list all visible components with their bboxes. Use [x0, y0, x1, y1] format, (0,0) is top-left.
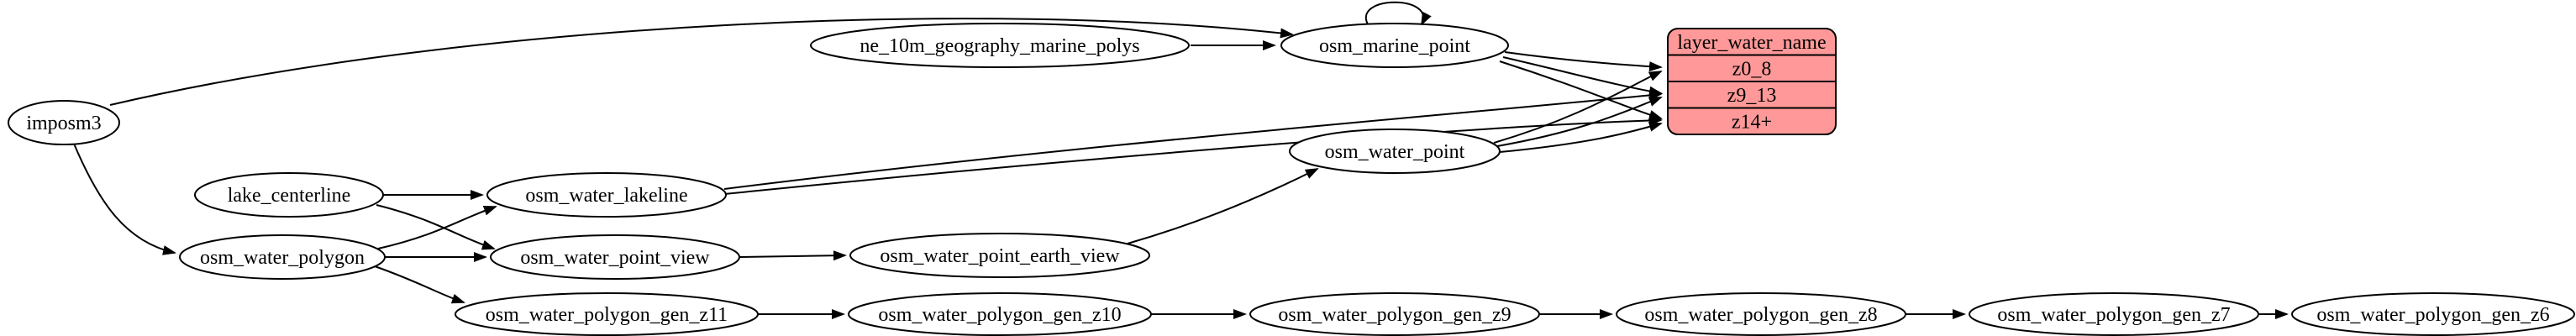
layer-row-z0_8: z0_8 — [1732, 59, 1772, 81]
gen_z10-label: osm_water_polygon_gen_z10 — [878, 304, 1121, 326]
node-osm_water_polygon_gen_z7: osm_water_polygon_gen_z7 — [1969, 292, 2259, 336]
node-osm_water_lakeline: osm_water_lakeline — [486, 172, 727, 218]
edge-imposm3-osm_marine_point — [109, 18, 1294, 106]
lake_centerline-label: lake_centerline — [228, 185, 351, 207]
osm_water_polygon-label: osm_water_polygon — [200, 247, 365, 269]
gen_z10-ellipse — [848, 292, 1152, 336]
osm_marine_point-label: osm_marine_point — [1319, 35, 1470, 57]
gen_z7-ellipse — [1969, 292, 2259, 336]
edge-osm_water_lakeline-z14 — [723, 115, 1663, 195]
edge-osm_marine_point-z9_13 — [1502, 56, 1663, 97]
layer-row-z9_13: z9_13 — [1727, 85, 1777, 107]
edge-imposm3-osm_water_polygon — [73, 143, 176, 255]
edge-osm_marine_point-z14 — [1499, 60, 1663, 120]
node-osm_water_point: osm_water_point — [1289, 129, 1501, 174]
edge-osm_water_point-z0_8 — [1493, 71, 1663, 144]
osm_water_lakeline-ellipse — [486, 172, 727, 218]
edge-osm_water_lakeline-z9_13 — [723, 90, 1663, 190]
gen_z7-label: osm_water_polygon_gen_z7 — [1997, 304, 2230, 326]
gen_z8-ellipse — [1616, 292, 1906, 336]
node-osm_water_polygon_gen_z11: osm_water_polygon_gen_z11 — [455, 292, 759, 336]
node-imposm3: imposm3 — [8, 100, 120, 145]
node-osm_water_polygon_gen_z10: osm_water_polygon_gen_z10 — [848, 292, 1152, 336]
edges — [73, 1, 2289, 319]
osm_water_point_earth_view-label: osm_water_point_earth_view — [880, 245, 1120, 267]
osm_water_point_earth_view-ellipse — [849, 233, 1150, 278]
edge-osm_water_polygon-osm_water_lakeline — [377, 206, 497, 249]
osm_water_point_view-ellipse — [490, 234, 740, 280]
osm_water_point_view-label: osm_water_point_view — [520, 247, 710, 269]
edge-osm_water_point_earth_view-osm_water_point — [1127, 168, 1319, 244]
edge-osm_water_point-z9_13 — [1496, 97, 1663, 147]
osm_water_lakeline-label: osm_water_lakeline — [525, 185, 687, 207]
edge-osm_marine_point-self-loop — [1364, 1, 1432, 26]
node-osm_water_point_view: osm_water_point_view — [490, 234, 740, 280]
edge-osm_marine_point-z0_8 — [1504, 51, 1663, 72]
osm_water_point-label: osm_water_point — [1325, 141, 1465, 163]
node-osm_water_polygon_gen_z9: osm_water_polygon_gen_z9 — [1249, 292, 1540, 336]
node-osm_water_point_earth_view: osm_water_point_earth_view — [849, 233, 1150, 278]
layer_water_name-title: layer_water_name — [1677, 32, 1826, 54]
gen_z8-label: osm_water_polygon_gen_z8 — [1644, 304, 1877, 326]
imposm3-label: imposm3 — [26, 113, 101, 134]
node-osm_water_polygon_gen_z8: osm_water_polygon_gen_z8 — [1616, 292, 1906, 336]
lake_centerline-ellipse — [194, 172, 384, 218]
edge-osm_water_polygon-gen_z11 — [374, 265, 465, 304]
gen_z11-ellipse — [455, 292, 759, 336]
node-layer_water_name: layer_water_name z0_8 z9_13 z14+ — [1667, 28, 1837, 135]
gen_z9-label: osm_water_polygon_gen_z9 — [1278, 304, 1511, 326]
edge-osm_water_point_view-osm_water_point_earth_view — [739, 250, 847, 261]
osm_marine_point-ellipse — [1280, 23, 1509, 68]
node-osm_marine_point: osm_marine_point — [1280, 23, 1509, 68]
gen_z6-label: osm_water_polygon_gen_z6 — [2316, 304, 2549, 326]
imposm3-ellipse — [8, 100, 120, 145]
osm_water_polygon-ellipse — [179, 234, 386, 280]
edge-osm_water_point-z14 — [1499, 122, 1663, 153]
node-ne_10m_geography_marine_polys: ne_10m_geography_marine_polys — [810, 23, 1190, 68]
node-lake_centerline: lake_centerline — [194, 172, 384, 218]
osm_water_point-ellipse — [1289, 129, 1501, 174]
gen_z6-ellipse — [2291, 292, 2575, 336]
gen_z11-label: osm_water_polygon_gen_z11 — [486, 304, 728, 326]
node-osm_water_polygon_gen_z6: osm_water_polygon_gen_z6 — [2291, 292, 2575, 336]
node-osm_water_polygon: osm_water_polygon — [179, 234, 386, 280]
edge-lake_centerline-osm_water_point_view — [376, 204, 496, 250]
ne10m-label: ne_10m_geography_marine_polys — [860, 35, 1139, 57]
gen_z9-ellipse — [1249, 292, 1540, 336]
ne10m-ellipse — [810, 23, 1190, 68]
layer-row-z14: z14+ — [1732, 112, 1772, 134]
